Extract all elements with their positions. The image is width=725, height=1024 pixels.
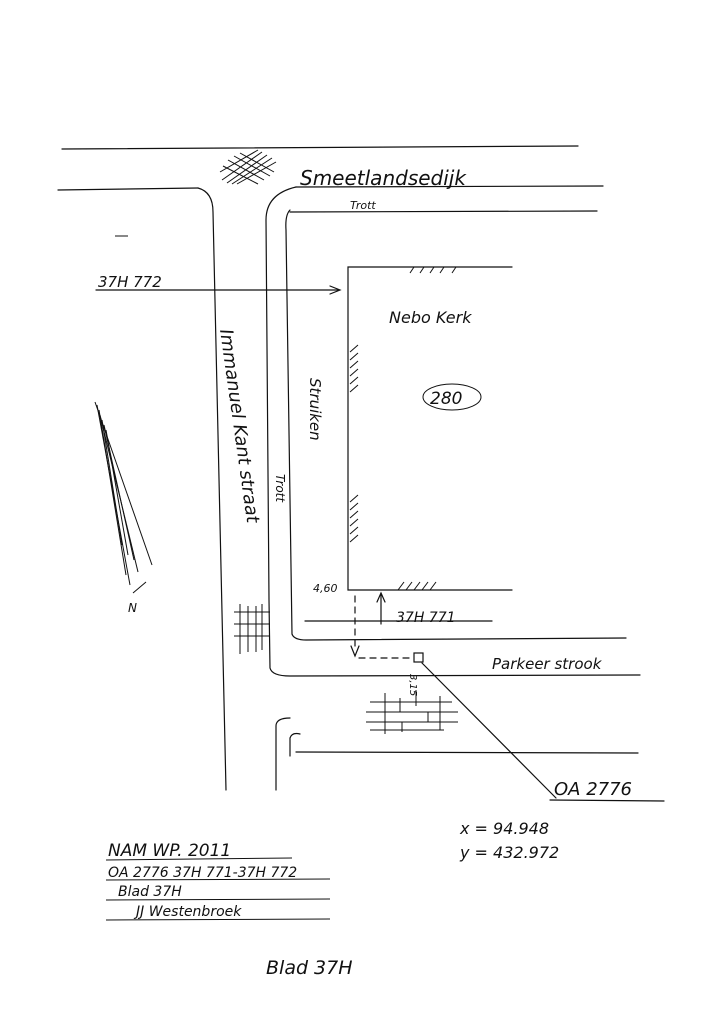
title-rule-2 bbox=[105, 878, 331, 881]
trott-top-label: Trott bbox=[350, 199, 376, 212]
measure-arrow-head bbox=[350, 645, 360, 658]
church-hatch-left-lower bbox=[349, 494, 359, 543]
road-edge-left bbox=[57, 187, 199, 191]
title-line-3: Blad 37H bbox=[118, 884, 182, 900]
church-hatch-left-upper bbox=[349, 344, 359, 393]
lower-curb-inner bbox=[289, 732, 301, 757]
grate-bottom bbox=[366, 690, 458, 734]
north-arrow bbox=[94, 401, 153, 594]
street-top-label: Smeetlandsedijk bbox=[300, 166, 467, 190]
street-right-curb bbox=[265, 186, 641, 677]
title-line-4: JJ Westenbroek bbox=[133, 904, 242, 920]
footer-label: Blad 37H bbox=[266, 957, 353, 979]
sidewalk-inner bbox=[285, 209, 627, 641]
lower-road bbox=[295, 751, 639, 754]
point-marker bbox=[413, 652, 424, 663]
trott-side-label: Trott bbox=[273, 474, 287, 503]
ref-top-label: 37H 772 bbox=[98, 273, 162, 291]
road-edge-top bbox=[61, 145, 579, 150]
house-number-label: 280 bbox=[430, 389, 462, 409]
measure-label: 4,60 bbox=[313, 582, 338, 595]
ref-arrow-top-head bbox=[329, 285, 342, 295]
church-hatch-bottom bbox=[397, 581, 437, 591]
coord-y-label: y = 432.972 bbox=[459, 843, 559, 862]
title-rule-4 bbox=[105, 918, 331, 921]
house-number-circle bbox=[422, 383, 482, 411]
north-mark-label: N bbox=[128, 601, 137, 615]
parking-label: Parkeer strook bbox=[492, 655, 603, 673]
road-edge-right bbox=[295, 185, 604, 188]
ref-bottom-label: 37H 771 bbox=[396, 610, 456, 626]
leader-line bbox=[421, 662, 557, 799]
lower-curb-left bbox=[275, 717, 291, 791]
title-line-2: OA 2776 37H 771-37H 772 bbox=[108, 865, 297, 881]
struiken-label: Struiken bbox=[306, 378, 324, 441]
title-rule-3 bbox=[105, 898, 331, 901]
grate-left bbox=[234, 604, 270, 654]
point-id-label: OA 2776 bbox=[554, 779, 632, 800]
church-label: Nebo Kerk bbox=[389, 308, 472, 327]
sidewalk-top bbox=[289, 210, 598, 213]
ref-arrow-bottom-head bbox=[376, 591, 386, 603]
title-rule-1 bbox=[105, 857, 293, 861]
coord-x-label: x = 94.948 bbox=[459, 819, 549, 838]
street-left-curb bbox=[197, 187, 227, 791]
small-measure-label: 3,15 bbox=[407, 674, 418, 696]
point-underline bbox=[549, 799, 665, 802]
road-hatch-top bbox=[219, 149, 277, 185]
title-line-1: NAM WP. 2011 bbox=[108, 841, 231, 861]
street-left-label: Immanuel Kant straat bbox=[215, 328, 263, 525]
church-hatch-top bbox=[409, 266, 457, 274]
